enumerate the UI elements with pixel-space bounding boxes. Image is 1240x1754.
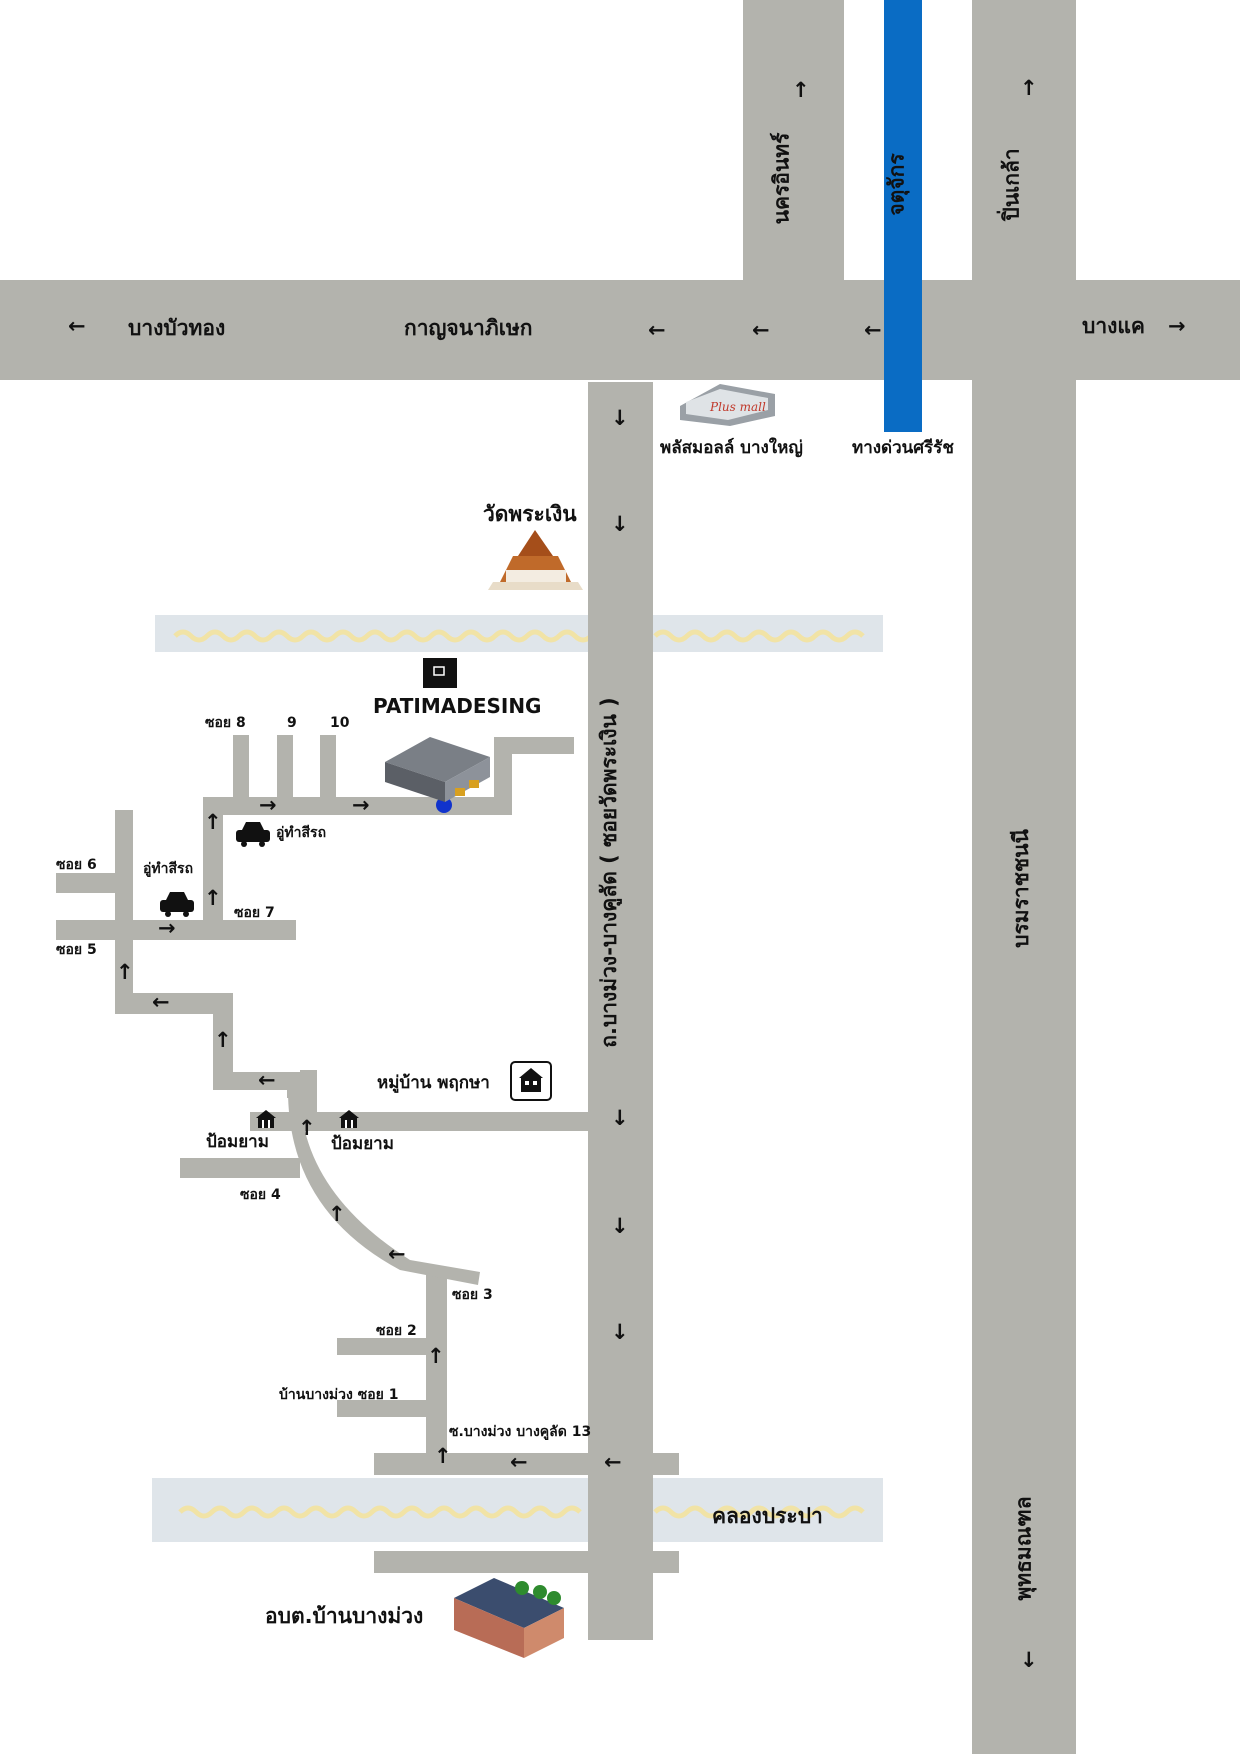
arrow-up-10: ↑ [434,1444,452,1468]
label-taxi-left: อู่ทำสีรถ [143,861,194,877]
company-logo [423,658,457,688]
label-bang-bua-thong: บางบัวทอง [128,316,226,340]
label-guard-right: ป้อมยาม [331,1134,394,1154]
label-kanchanaphisek: กาญจนาภิเษก [404,316,533,340]
arrow-right-4: → [158,916,176,940]
label-pinklao: ปิ่นเกล้า [999,148,1024,221]
label-village: หมู่บ้าน พฤกษา [377,1073,490,1093]
arrow-left-4: ← [864,318,882,342]
arrow-up-5: ↑ [116,960,134,984]
arrow-left-8: ← [510,1450,528,1474]
chatuchak-expressway [884,0,922,432]
guard-house-left-icon [256,1110,276,1128]
label-soi-10: 10 [330,715,350,731]
arrow-left-3: ← [752,318,770,342]
arrow-down-4: ↓ [611,1214,629,1238]
label-soi-8: ซอย 8 [205,715,246,731]
arrow-up-8: ↑ [328,1202,346,1226]
arrow-down-6: ↓ [1020,1648,1038,1672]
nakhon-in-road [743,0,844,282]
arrow-down-2: ↓ [611,512,629,536]
label-borommaratchachonnani: บรมราชชนนี [1008,829,1033,948]
arrow-up-9: ↑ [427,1344,445,1368]
arrow-down-5: ↓ [611,1320,629,1344]
guard-house-right-icon [339,1110,359,1128]
label-taxi-top: อู่ทำสีรถ [276,825,327,841]
label-company: PATIMADESING [373,694,542,718]
warehouse-icon [385,737,490,802]
label-soi-13: ซ.บางม่วง บางคูลัด 13 [449,1424,592,1440]
label-soi-1: บ้านบางม่วง ซอย 1 [279,1387,399,1403]
arrow-down-3: ↓ [611,1106,629,1130]
label-chatuchak: จตุจักร [884,153,909,216]
arrow-right-1: → [1168,314,1186,338]
label-tambon-office: อบต.บ้านบางม่วง [265,1604,424,1628]
car-top-icon [236,822,270,847]
arrow-left-1: ← [68,314,86,338]
arrow-left-7: ← [388,1242,406,1266]
label-soi-7: ซอย 7 [234,905,275,921]
local-roads [56,735,679,1573]
label-soi-3: ซอย 3 [452,1287,493,1303]
label-soi-5: ซอย 5 [56,942,97,958]
arrow-up-1: ↑ [792,78,810,102]
arrow-left-5: ← [152,990,170,1014]
label-soi-6: ซอย 6 [56,857,97,873]
label-wat-phra-ngoen: วัดพระเงิน [483,502,577,526]
label-plus-mall: พลัสมอลล์ บางใหญ่ [660,438,803,458]
tambon-office-icon [454,1578,564,1658]
arrow-right-2: → [259,793,277,817]
arrow-up-6: ↑ [214,1028,232,1052]
label-soi-4: ซอย 4 [240,1187,281,1203]
car-left-icon [160,892,194,917]
label-bang-khae: บางแค [1082,314,1145,338]
arrow-down-1: ↓ [611,406,629,430]
plus-mall-icon: Plus mall [680,384,775,426]
arrow-right-3: → [352,793,370,817]
label-khlong-prapa: คลองประปา [712,1504,823,1528]
label-soi-2: ซอย 2 [376,1323,417,1339]
label-guard-left: ป้อมยาม [206,1132,269,1152]
khlong-prapa-canal [152,1478,883,1542]
label-soi-9: 9 [287,715,297,731]
destination-pin [436,797,452,813]
label-nakhon-in: นครอินทร์ [769,132,794,225]
pinklao-road [972,0,1076,1754]
temple-icon [488,530,583,590]
bang-muang-road [588,382,653,1640]
label-sri-rat: ทางด่วนศรีรัช [852,438,954,458]
arrow-up-3: ↑ [204,810,222,834]
label-bang-muang-road: ถ.บางม่วง-บางคูลัด ( ซอยวัดพระเงิน ) [596,697,621,1048]
arrow-up-2: ↑ [1020,76,1038,100]
label-phutthamonthon: พุทธมณฑล [1011,1496,1036,1601]
village-house-icon [510,1061,552,1101]
arrow-up-7: ↑ [298,1116,316,1140]
svg-text:Plus mall: Plus mall [709,400,766,414]
arrow-left-6: ← [258,1068,276,1092]
arrow-left-9: ← [604,1450,622,1474]
arrow-up-4: ↑ [204,886,222,910]
upper-canal [155,615,883,652]
arrow-left-2: ← [648,318,666,342]
